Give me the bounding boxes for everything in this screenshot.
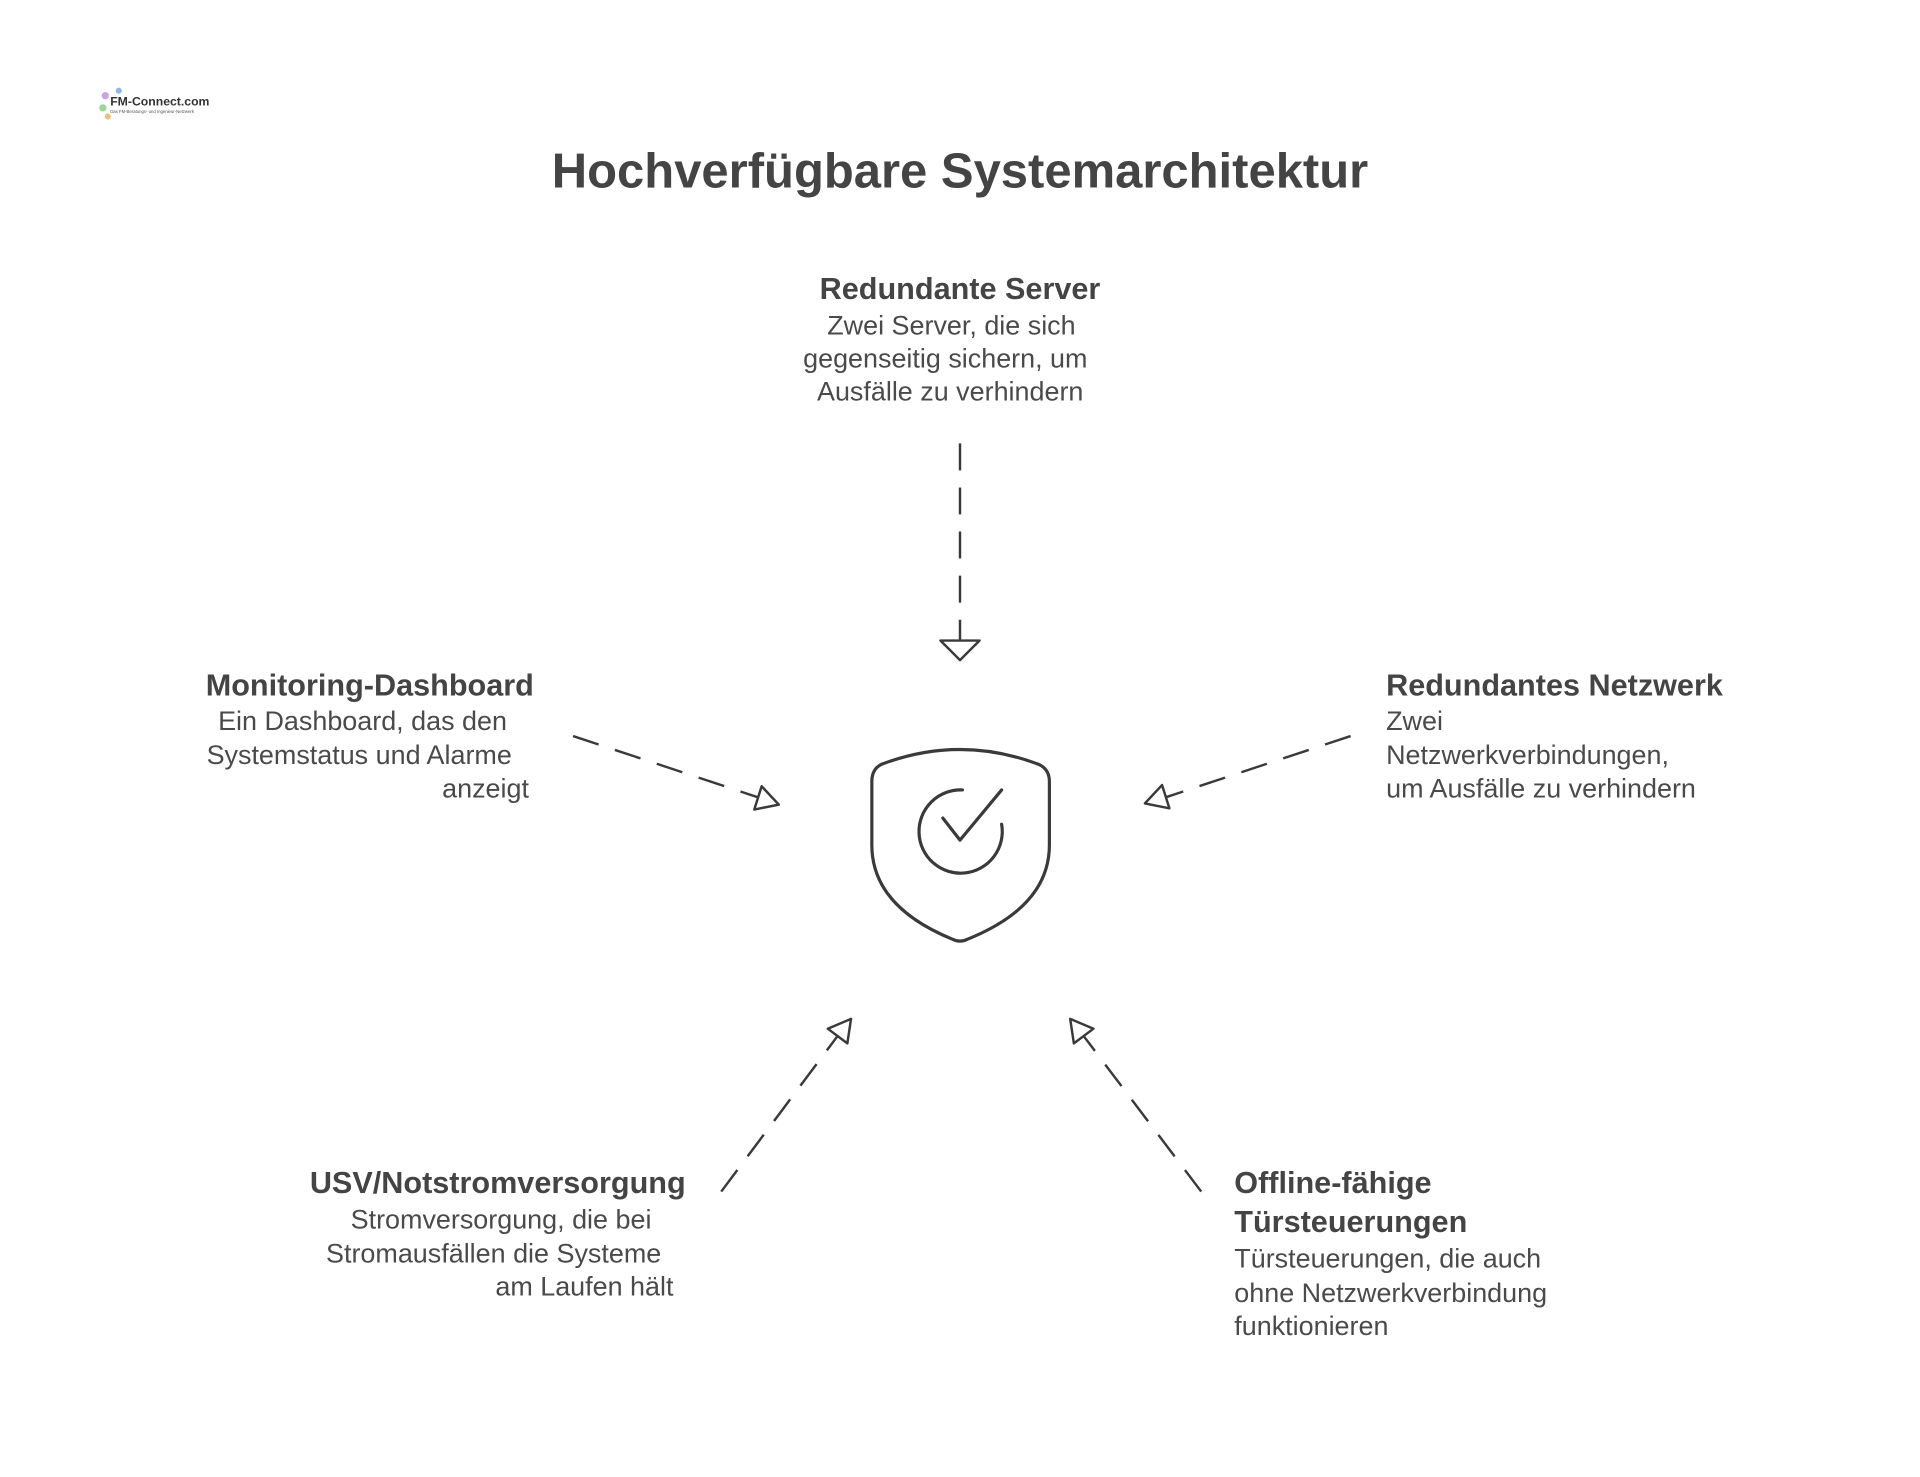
logo-text: FM-Connect.com	[110, 94, 209, 108]
node-offline-tuersteuerungen: Offline-fähige Türsteuerungen Türsteueru…	[1234, 1166, 1547, 1341]
node-desc-line: Systemstatus und Alarme	[207, 740, 512, 770]
node-redundante-server: Redundante Server Zwei Server, die sich …	[803, 272, 1100, 407]
node-desc-line: Ein Dashboard, das den	[218, 706, 507, 736]
node-desc-line: Netzwerkverbindungen,	[1386, 740, 1669, 770]
node-desc-line: anzeigt	[442, 773, 529, 803]
node-desc-line: Zwei	[1386, 706, 1443, 736]
arrow-network	[1143, 734, 1351, 810]
logo: FM-Connect.com Das FM-Beratungs- und Ing…	[99, 87, 210, 120]
page-title: Hochverfügbare Systemarchitektur	[552, 144, 1368, 198]
node-desc-line: um Ausfälle zu verhindern	[1386, 773, 1696, 803]
node-desc-line: ohne Netzwerkverbindung	[1234, 1278, 1547, 1308]
node-heading: Redundante Server	[820, 272, 1101, 306]
node-heading: Redundantes Netzwerk	[1386, 669, 1724, 703]
node-desc-line: Stromversorgung, die bei	[351, 1204, 652, 1234]
node-monitoring-dashboard: Monitoring-Dashboard Ein Dashboard, das …	[206, 669, 534, 804]
node-usv: USV/Notstromversorgung Stromversorgung, …	[310, 1166, 686, 1302]
arrow-server	[939, 443, 981, 662]
node-heading: Monitoring-Dashboard	[206, 669, 534, 703]
node-desc-line: Türsteuerungen, die auch	[1234, 1243, 1541, 1273]
node-desc-line: Ausfälle zu verhindern	[817, 377, 1083, 407]
node-heading: USV/Notstromversorgung	[310, 1166, 686, 1200]
node-heading: Offline-fähige	[1234, 1166, 1431, 1200]
arrow-offline	[1068, 1017, 1203, 1193]
node-desc-line: funktionieren	[1234, 1311, 1388, 1341]
logo-tagline: Das FM-Beratungs- und Ingenieur-Netzwerk	[110, 109, 195, 114]
node-desc-line: am Laufen hält	[495, 1272, 674, 1302]
node-redundantes-netzwerk: Redundantes Netzwerk Zwei Netzwerkverbin…	[1386, 669, 1724, 804]
node-desc-line: Zwei Server, die sich	[827, 310, 1075, 340]
arrow-usv	[720, 1017, 853, 1193]
node-desc-line: Stromausfällen die Systeme	[326, 1239, 661, 1269]
node-desc-line: gegenseitig sichern, um	[803, 343, 1087, 373]
node-heading: Türsteuerungen	[1234, 1205, 1467, 1239]
shield-check-icon	[870, 748, 1051, 943]
arrow-monitoring	[572, 734, 780, 811]
